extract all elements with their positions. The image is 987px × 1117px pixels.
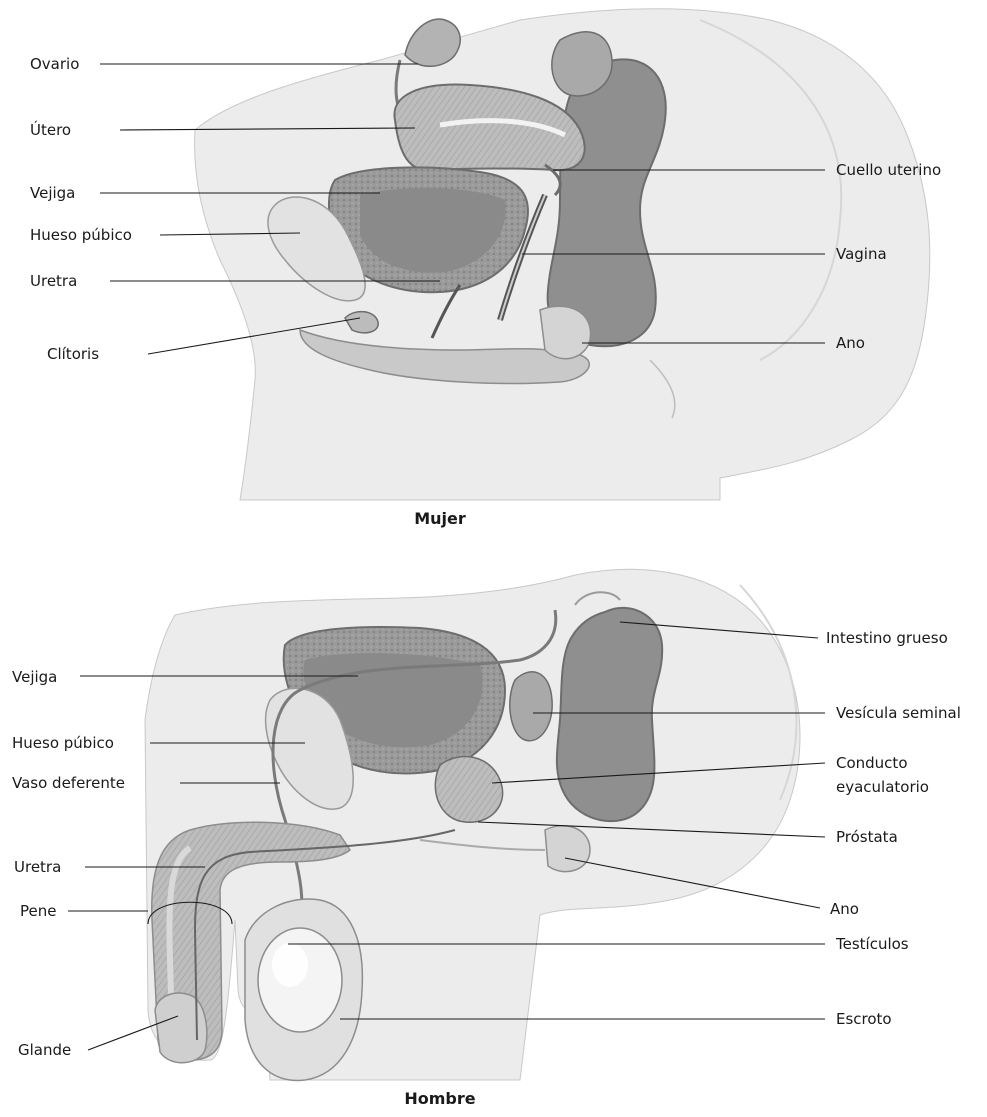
- male-anus: [545, 826, 590, 872]
- male-seminal-vesicle: [510, 672, 552, 741]
- label-vesicula-seminal: Vesícula seminal: [836, 704, 961, 722]
- label-intestino-grueso: Intestino grueso: [826, 629, 948, 647]
- male-large-intestine: [557, 608, 662, 821]
- label-testiculos: Testículos: [835, 935, 909, 953]
- label-vagina: Vagina: [836, 245, 887, 263]
- label-utero: Útero: [30, 120, 71, 139]
- label-ano-female: Ano: [836, 334, 865, 352]
- label-hueso-pubico-male: Hueso púbico: [12, 734, 114, 752]
- label-uretra-male: Uretra: [14, 858, 61, 876]
- female-anus: [540, 306, 591, 358]
- male-illustration: [145, 569, 800, 1080]
- label-escroto: Escroto: [836, 1010, 892, 1028]
- label-vaso-deferente: Vaso deferente: [12, 774, 125, 792]
- label-hueso-pubico-female: Hueso púbico: [30, 226, 132, 244]
- female-caption: Mujer: [414, 509, 466, 528]
- label-ovario: Ovario: [30, 55, 79, 73]
- male-glans: [155, 993, 207, 1063]
- label-vejiga-female: Vejiga: [30, 184, 75, 202]
- label-glande: Glande: [18, 1041, 71, 1059]
- label-uretra-female: Uretra: [30, 272, 77, 290]
- label-cuello-uterino: Cuello uterino: [836, 161, 941, 179]
- label-ano-male: Ano: [830, 900, 859, 918]
- male-caption: Hombre: [404, 1089, 475, 1108]
- label-prostata: Próstata: [836, 828, 898, 846]
- label-conducto-line2: eyaculatorio: [836, 778, 929, 796]
- label-clitoris: Clítoris: [47, 345, 99, 363]
- label-pene: Pene: [20, 902, 56, 920]
- label-vejiga-male: Vejiga: [12, 668, 57, 686]
- female-ovary: [405, 19, 460, 66]
- label-conducto-line1: Conducto: [836, 754, 908, 772]
